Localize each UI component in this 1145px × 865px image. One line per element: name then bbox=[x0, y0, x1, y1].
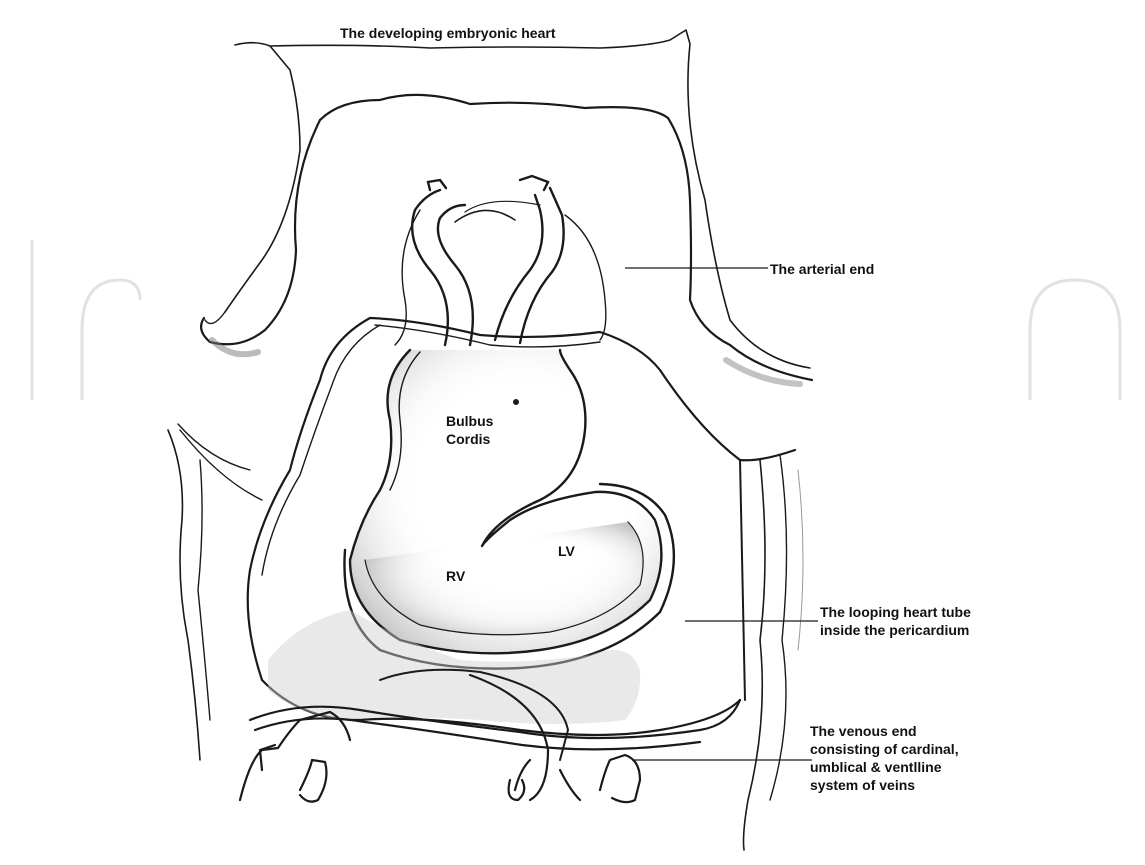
pointer-lines bbox=[625, 268, 818, 760]
right-ventricle-label: RV bbox=[446, 567, 465, 585]
bulbus-cordis-label: Bulbus Cordis bbox=[446, 412, 493, 448]
venous-end-label: The venous end consisting of cardinal, u… bbox=[810, 722, 959, 794]
left-ventricle-label: LV bbox=[558, 542, 575, 560]
diagram-title: The developing embryonic heart bbox=[340, 24, 556, 42]
looping-tube-label: The looping heart tube inside the perica… bbox=[820, 603, 971, 639]
watermark bbox=[32, 240, 1120, 400]
arterial-end-label: The arterial end bbox=[770, 260, 874, 278]
bulbus-dot bbox=[513, 399, 519, 405]
arterial-vessels bbox=[395, 176, 606, 345]
